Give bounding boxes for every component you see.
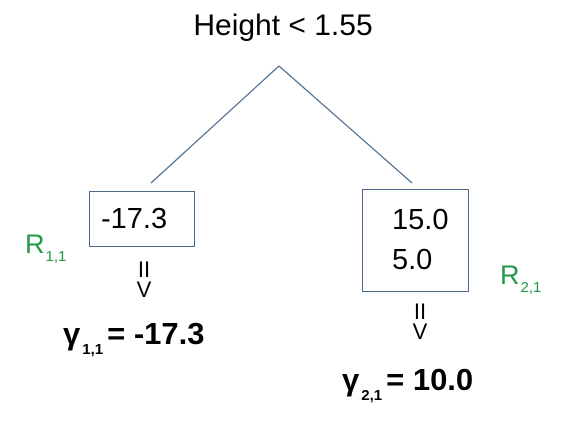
- gamma-equals: = -17.3: [107, 316, 205, 351]
- region-subscript: 1,1: [45, 248, 67, 265]
- root-split-condition: Height < 1.55: [193, 9, 373, 42]
- gamma-subscript: 1,1: [82, 341, 104, 358]
- left-leaf-value: -17.3: [101, 203, 168, 235]
- gamma-symbol: γ: [63, 316, 81, 351]
- region-subscript: 2,1: [520, 279, 542, 296]
- gamma-symbol: γ: [342, 362, 360, 397]
- region-label-left: R1,1: [25, 229, 66, 272]
- region-label-right: R2,1: [500, 260, 541, 303]
- gamma-subscript: 2,1: [361, 387, 383, 404]
- right-leaf-value-1: 15.0: [392, 204, 449, 236]
- gamma-equals: = 10.0: [386, 362, 474, 397]
- right-leaf-value-2: 5.0: [392, 244, 433, 276]
- region-symbol: R: [500, 260, 520, 290]
- edge-left: [150, 65, 280, 184]
- region-symbol: R: [25, 229, 45, 259]
- left-leaf-box: [89, 191, 195, 247]
- right-leaf-box: [362, 189, 469, 292]
- implies-arrow-left: II V: [136, 257, 152, 302]
- edge-right: [278, 65, 413, 184]
- implies-arrow-right: II V: [412, 299, 428, 344]
